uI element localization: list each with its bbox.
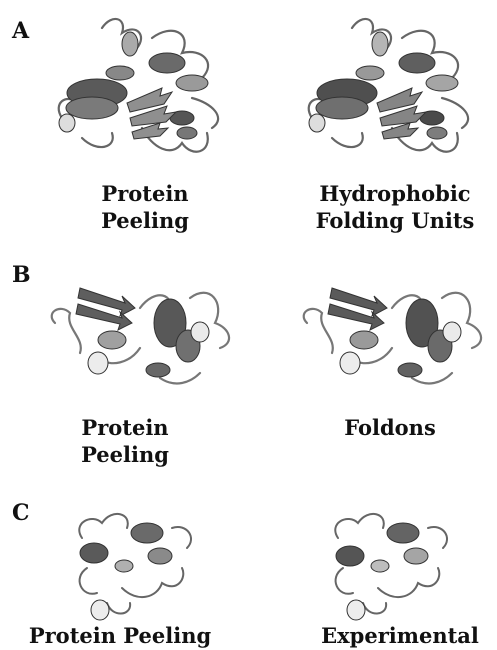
- caption-line: Experimental: [320, 622, 480, 649]
- caption-line: Protein: [60, 180, 230, 207]
- caption-line: Protein: [40, 414, 210, 441]
- protein-structure-a-left: [42, 8, 242, 168]
- panel-letter-c: C: [12, 500, 30, 526]
- panel-letter-b: B: [12, 262, 31, 288]
- caption-line: Hydrophobic: [300, 180, 490, 207]
- caption-a-left: Protein Peeling: [60, 180, 230, 234]
- helices: [340, 299, 461, 377]
- panel-letter-a: A: [12, 18, 29, 44]
- caption-c-right: Experimental: [320, 622, 480, 649]
- helices: [88, 299, 209, 377]
- protein-structure-c-right: [318, 498, 468, 628]
- protein-structure-a-right: [292, 8, 492, 168]
- protein-structure-c-left: [62, 498, 212, 628]
- helices: [80, 523, 172, 620]
- caption-line: Peeling: [40, 441, 210, 468]
- beta-sheets: [328, 288, 387, 330]
- beta-sheets: [76, 288, 135, 330]
- beta-sheets: [127, 88, 176, 139]
- caption-line: Folding Units: [300, 207, 490, 234]
- protein-structure-b-right: [292, 268, 492, 398]
- caption-b-right: Foldons: [320, 414, 460, 441]
- beta-sheets: [377, 88, 426, 139]
- protein-structure-b-left: [40, 268, 240, 398]
- helices: [336, 523, 428, 620]
- caption-line: Foldons: [320, 414, 460, 441]
- caption-b-left: Protein Peeling: [40, 414, 210, 468]
- caption-line: Peeling: [60, 207, 230, 234]
- caption-a-right: Hydrophobic Folding Units: [300, 180, 490, 234]
- caption-line: Protein Peeling: [20, 622, 220, 649]
- caption-c-left: Protein Peeling: [20, 622, 220, 649]
